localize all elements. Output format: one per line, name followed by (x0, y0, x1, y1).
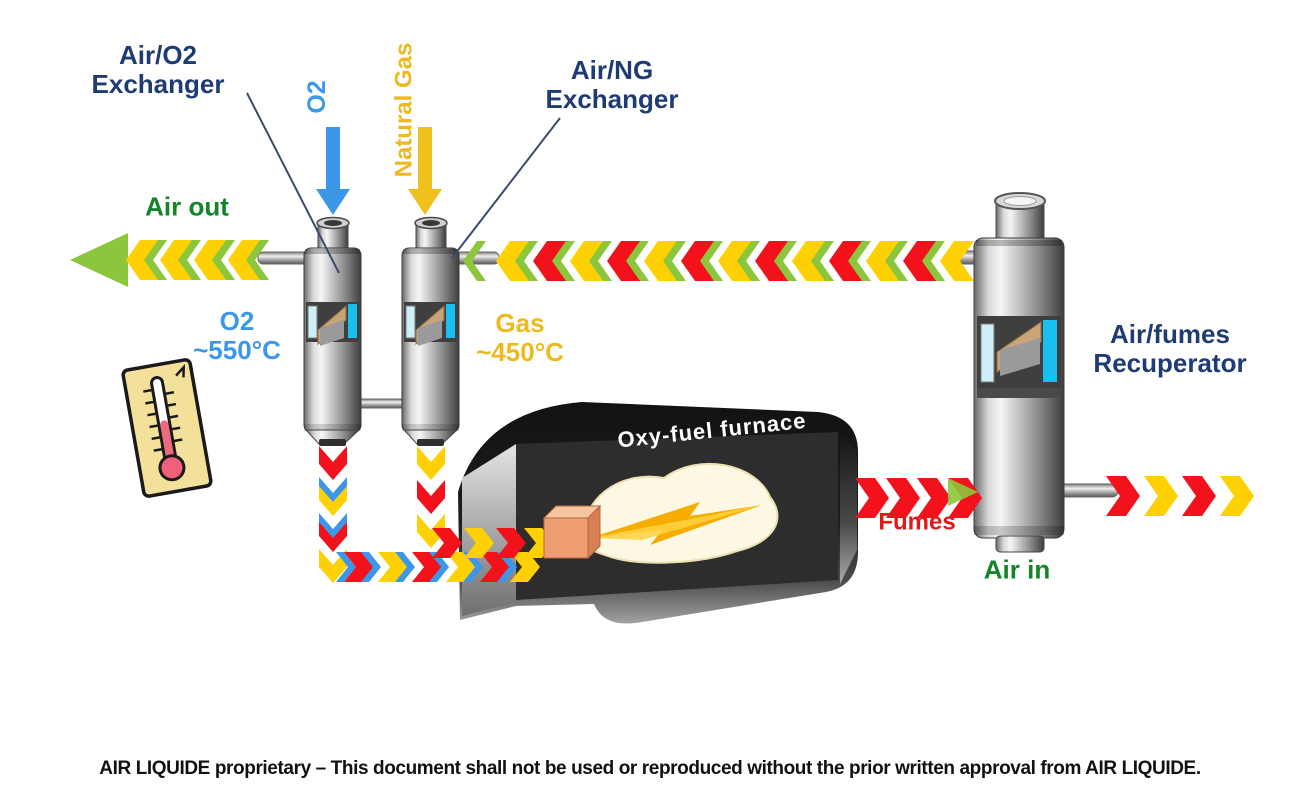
recuperator-label-line1: Air/fumes (1110, 318, 1230, 349)
natural-gas-input-label: Natural Gas (390, 42, 418, 178)
flame (582, 463, 779, 564)
air-ng-exchanger-leader-line (451, 117, 561, 259)
burner-block (542, 504, 602, 560)
proprietary-notice: AIR LIQUIDE proprietary – This document … (99, 758, 1201, 779)
air-o2-exchanger-label-line2: Exchanger (91, 69, 225, 99)
gas-temperature-line1: Gas (495, 307, 545, 338)
gas-temperature-label: Gas ~450°C (476, 307, 564, 367)
o2-temperature-line2: ~550°C (193, 335, 281, 365)
o2-input-arrow (316, 127, 350, 215)
fumes-stream (855, 478, 982, 518)
air-o2-exchanger-leader-line (246, 92, 340, 274)
air-o2-exchanger-label-line1: Air/O2 (118, 39, 198, 70)
air-ng-exchanger-label-line2: Exchanger (545, 84, 679, 114)
air-ng-exchanger-vessel (401, 216, 460, 446)
air-in-label: Air in (983, 554, 1051, 585)
air-out-stream (70, 233, 269, 287)
recuperator-label: Air/fumes Recuperator (1093, 318, 1247, 378)
air-o2-exchanger-label: Air/O2 Exchanger (91, 39, 225, 99)
o2-input-label: O2 (303, 80, 331, 114)
air-ng-exchanger-label: Air/NG Exchanger (545, 54, 679, 114)
o2-temperature-line1: O2 (219, 305, 255, 336)
gas-temperature-line2: ~450°C (476, 337, 564, 367)
thermometer-icon (121, 358, 213, 498)
recuperator-label-line2: Recuperator (1093, 348, 1247, 378)
o2-temperature-label: O2 ~550°C (193, 305, 281, 365)
air-ng-exchanger-label-line1: Air/NG (570, 54, 654, 85)
natural-gas-input-arrow (408, 127, 442, 215)
recuperator-vessel (973, 192, 1065, 553)
exhaust-stream (1106, 476, 1254, 516)
fumes-label: Fumes (878, 508, 956, 536)
air-o2-exchanger-vessel (303, 216, 362, 446)
air-out-label: Air out (145, 191, 229, 222)
preheated-air-stream (463, 241, 974, 281)
